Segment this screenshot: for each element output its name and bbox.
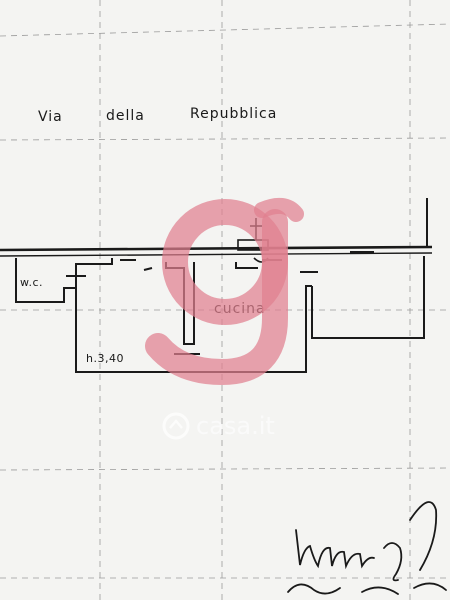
signature-stroke	[287, 583, 341, 595]
main-walls	[75, 285, 312, 373]
facade-wall	[0, 245, 433, 252]
facade-wall-inner	[0, 252, 433, 257]
right-room-walls	[311, 256, 425, 339]
grid-line	[0, 467, 450, 471]
signature-stroke	[295, 529, 375, 570]
street-label-via: Via	[38, 109, 63, 125]
wc-walls	[15, 258, 113, 303]
logo-tail	[145, 209, 288, 386]
grid-line	[0, 137, 450, 141]
street-label-della: della	[106, 108, 145, 124]
brand-text: casa.it	[196, 412, 275, 440]
street-label-repubblica: Repubblica	[190, 106, 277, 122]
home-badge-icon	[162, 412, 190, 440]
signature-stroke	[413, 582, 447, 591]
casa-watermark: casa.it	[162, 412, 275, 440]
signature-stroke	[409, 501, 438, 571]
casa-logo-icon	[145, 197, 304, 386]
signature-stroke	[361, 586, 399, 595]
niche-mark	[143, 267, 153, 271]
signature	[287, 501, 447, 595]
door-swing	[235, 262, 258, 269]
grid-line	[0, 23, 450, 37]
signature-stroke	[383, 542, 403, 582]
home-badge-roof	[169, 419, 183, 429]
room-label-wc: w.c.	[20, 276, 43, 289]
apartment-walls	[15, 251, 425, 373]
logo-ear	[254, 197, 304, 222]
height-note: h.3,40	[86, 352, 124, 365]
